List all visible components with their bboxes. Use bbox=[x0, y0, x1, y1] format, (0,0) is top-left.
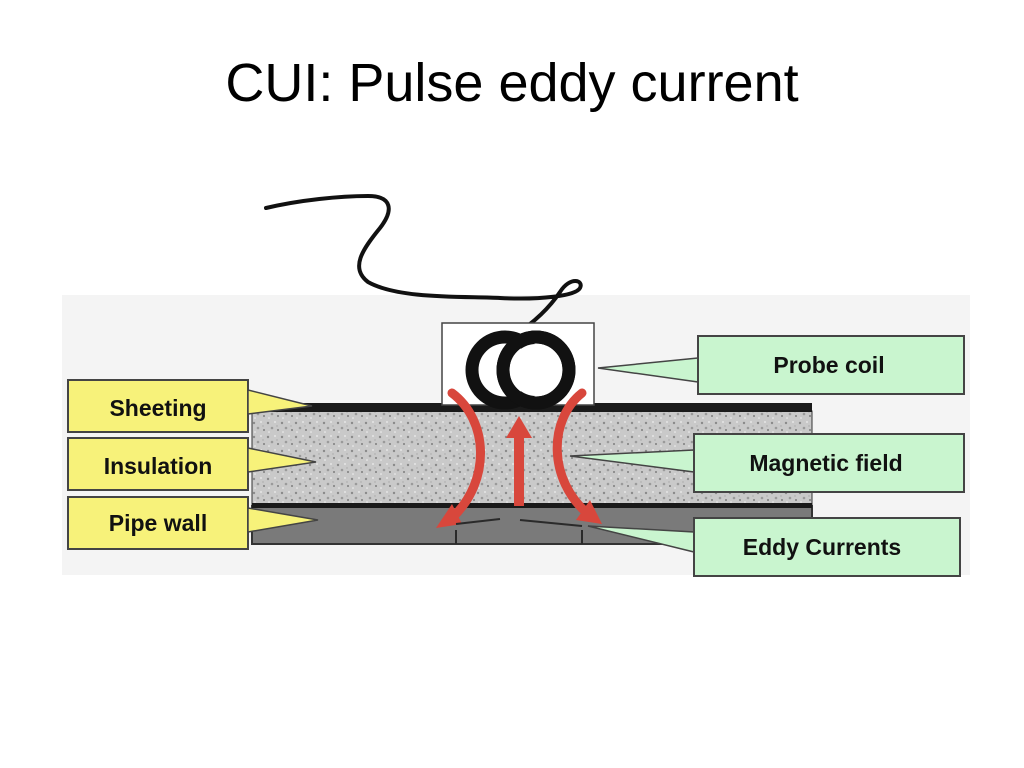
label-probe-coil: Probe coil bbox=[773, 352, 884, 378]
magnetic-field-arrows bbox=[436, 388, 602, 528]
callout-probe-coil: Probe coil bbox=[597, 335, 965, 395]
callout-insulation: Insulation bbox=[67, 437, 317, 491]
field-arrowhead-left bbox=[436, 504, 462, 528]
label-pipe-wall: Pipe wall bbox=[109, 510, 207, 536]
label-magnetic-field: Magnetic field bbox=[749, 450, 902, 476]
eddy-current-lines bbox=[455, 518, 583, 544]
callout-sheeting: Sheeting bbox=[67, 379, 313, 433]
field-arrow-right bbox=[552, 388, 593, 519]
callout-pipe-wall: Pipe wall bbox=[67, 496, 319, 550]
callout-magnetic-field: Magnetic field bbox=[569, 433, 965, 493]
probe-cable bbox=[264, 193, 583, 337]
label-sheeting: Sheeting bbox=[109, 395, 206, 421]
field-arrow-left bbox=[447, 388, 485, 523]
field-arrowhead-right bbox=[576, 500, 602, 524]
field-arrow-center bbox=[514, 434, 524, 506]
slide-title: CUI: Pulse eddy current bbox=[225, 53, 799, 113]
pipe-top-line bbox=[252, 503, 812, 508]
label-eddy-currents: Eddy Currents bbox=[743, 534, 901, 560]
label-insulation: Insulation bbox=[104, 453, 213, 479]
callout-eddy-currents: Eddy Currents bbox=[587, 517, 961, 577]
field-arrowhead-center bbox=[506, 416, 532, 438]
